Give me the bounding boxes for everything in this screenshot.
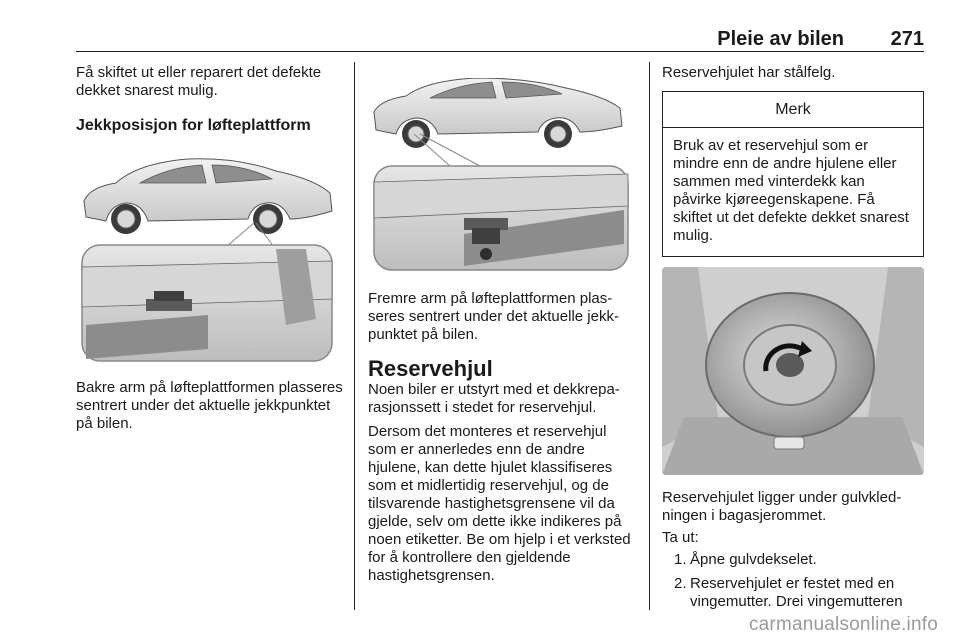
intro-text: Reservehjulet har stålfelg. <box>662 64 836 81</box>
page-header: Pleie av bilen 271 <box>76 24 924 50</box>
header-rule <box>76 51 924 52</box>
note-box: Merk Bruk av et reservehjul som er mindr… <box>662 91 924 257</box>
list-item: 2. Reservehjulet er festet med en vingem… <box>662 575 924 611</box>
paragraph: Dersom det monteres et reservehjul som e… <box>368 423 631 584</box>
page-number: 271 <box>890 28 924 50</box>
list-item: 1. Åpne gulvdekselet. <box>662 551 924 569</box>
intro-text: Få skiftet ut eller reparert det defekte… <box>76 64 322 99</box>
step-number: 1. <box>674 551 687 568</box>
column-1: Få skiftet ut eller reparert det defekte… <box>76 64 344 433</box>
column-2: Fremre arm på løfteplattformen plas­sere… <box>368 64 634 585</box>
steps-intro: Ta ut: <box>662 529 699 546</box>
note-text: Bruk av et reservehjul som er mindre enn… <box>673 137 909 244</box>
step-text: Åpne gulvdekselet. <box>690 551 817 568</box>
column-divider <box>354 62 355 610</box>
section-heading: Reservehjul <box>368 356 493 381</box>
section-heading: Jekkposisjon for løfteplattform <box>76 117 311 134</box>
column-3: Reservehjulet har stålfelg. Merk Bruk av… <box>662 64 924 611</box>
rear-arm-illustration <box>76 149 344 364</box>
figure-caption: Fremre arm på løfteplattformen plas­sere… <box>368 290 619 343</box>
steps-list: 1. Åpne gulvdekselet. 2. Reservehjulet e… <box>662 551 924 611</box>
step-text: Reservehjulet er festet med en vingemutt… <box>690 575 903 610</box>
watermark: carmanualsonline.info <box>748 614 938 635</box>
figure-caption: Bakre arm på løfteplattformen plas­seres… <box>76 379 343 432</box>
note-title: Merk <box>663 92 923 128</box>
column-divider <box>649 62 650 610</box>
chapter-title: Pleie av bilen <box>717 28 844 50</box>
step-number: 2. <box>674 575 687 592</box>
figure-caption: Reservehjulet ligger under gulvkled­ning… <box>662 489 902 524</box>
paragraph: Noen biler er utstyrt med et dekkrepa­ra… <box>368 381 620 416</box>
front-arm-illustration <box>368 78 634 272</box>
spare-wheel-illustration <box>662 267 924 475</box>
